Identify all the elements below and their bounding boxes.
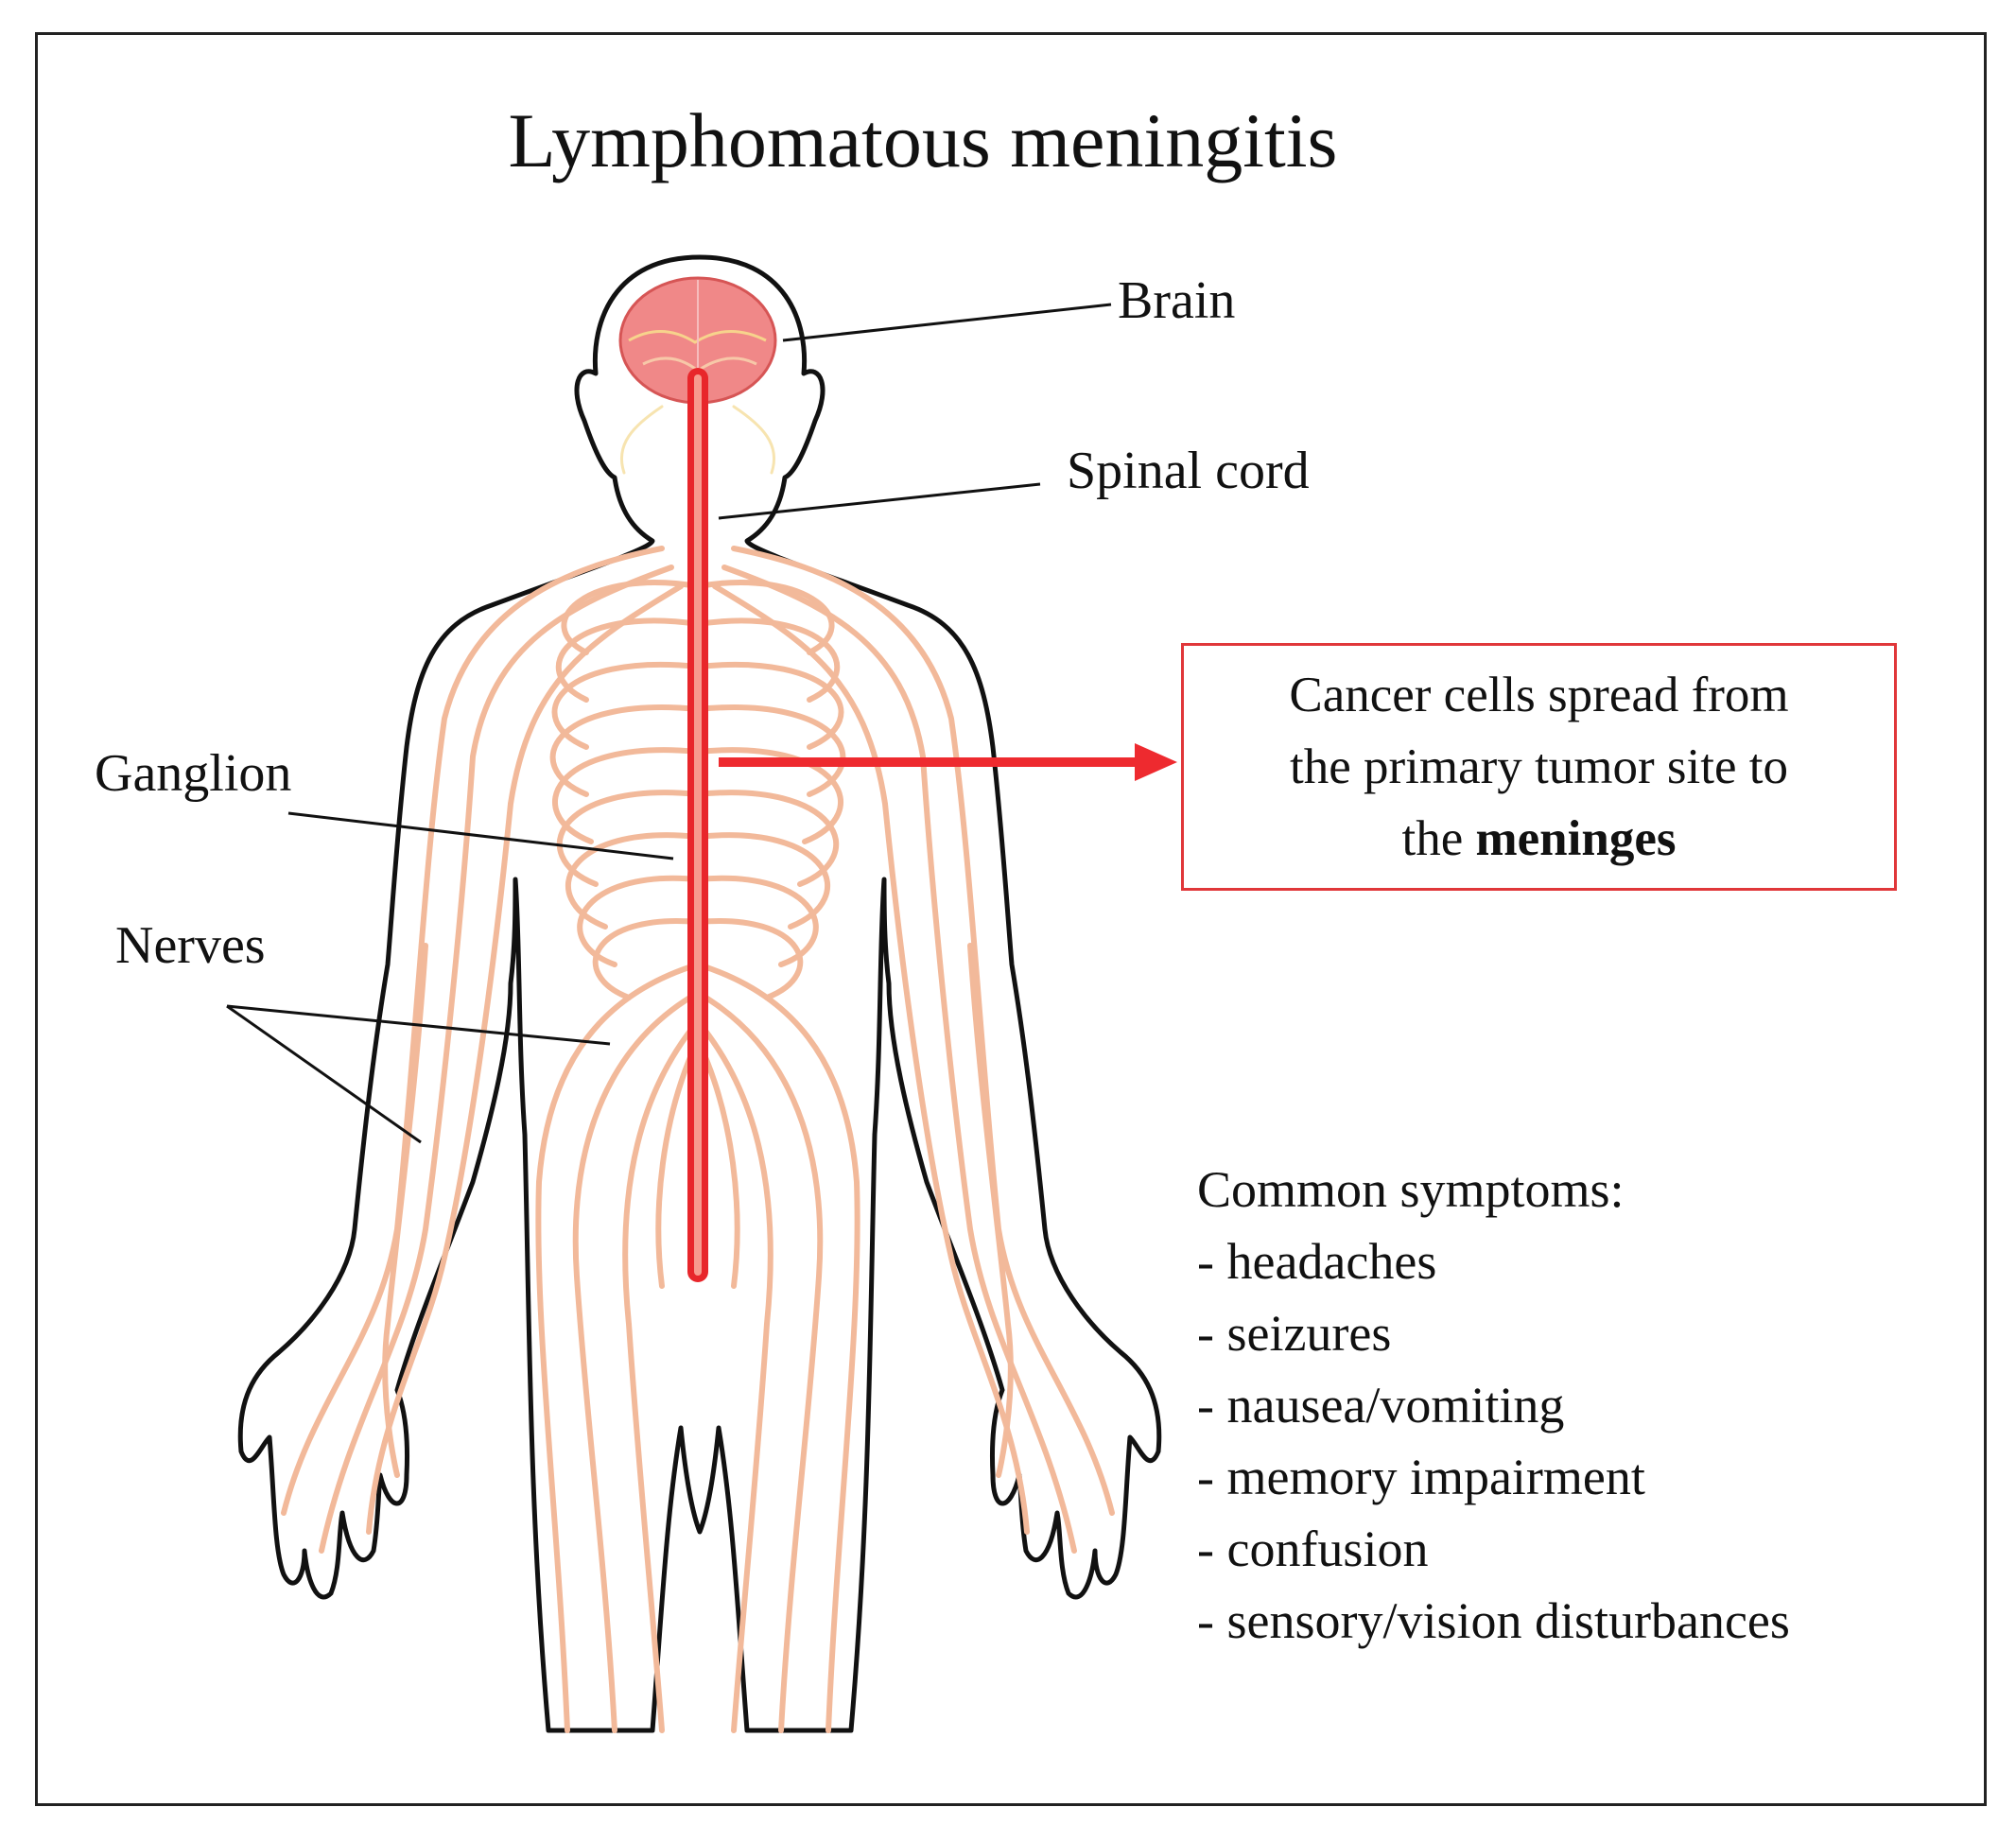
symptom-item: - nausea/vomiting — [1197, 1377, 1565, 1434]
symptom-item: - seizures — [1197, 1305, 1392, 1362]
nerves-leader-line-1 — [226, 1004, 611, 1046]
spinal-cord-label: Spinal cord — [1067, 442, 1310, 500]
brain-label: Brain — [1118, 271, 1236, 330]
callout-line-2: the primary tumor site to — [1290, 739, 1788, 794]
symptom-item: - memory impairment — [1197, 1449, 1645, 1505]
meninges-term: meninges — [1475, 811, 1677, 866]
ganglion-leader-line — [287, 811, 674, 860]
figure-title: Lymphomatous meningitis — [508, 97, 1338, 183]
symptoms-list: Common symptoms: - headaches - seizures … — [1197, 1154, 1790, 1657]
figure-frame — [35, 32, 1987, 1806]
nerves-leader-line-2 — [226, 1004, 422, 1144]
metastasis-callout-box: Cancer cells spread from the primary tum… — [1181, 643, 1897, 891]
spread-arrow — [719, 743, 1177, 781]
nerves-network — [281, 405, 1115, 1733]
symptom-item: - sensory/vision disturbances — [1197, 1592, 1790, 1649]
brain-icon — [618, 276, 777, 405]
symptom-item: - headaches — [1197, 1233, 1437, 1290]
symptoms-heading: Common symptoms: — [1197, 1161, 1625, 1218]
brain-leader-line — [782, 303, 1112, 342]
nerves-label: Nerves — [115, 916, 266, 975]
ganglion-label: Ganglion — [95, 744, 292, 803]
symptom-item: - confusion — [1197, 1521, 1429, 1577]
callout-line-3: the meninges — [1401, 811, 1677, 866]
callout-line-1: Cancer cells spread from — [1289, 668, 1789, 722]
spinal-cord-leader-line — [718, 482, 1041, 520]
leader-lines — [226, 303, 1112, 1144]
